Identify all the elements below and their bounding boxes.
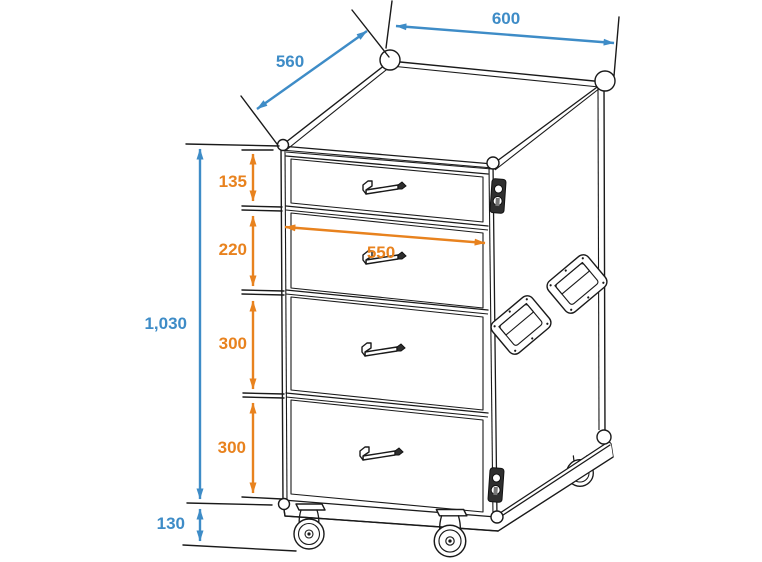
dim-label-top-width: 600: [492, 9, 520, 28]
dim-drawer-3-height: 300: [219, 300, 285, 399]
drawer-4-panel: [290, 399, 484, 513]
dim-caster-height: 130: [157, 508, 297, 552]
dim-overall-height: 1,030: [144, 143, 280, 506]
dim-label-caster-height: 130: [157, 514, 185, 533]
case-edge-profiles: [284, 85, 600, 520]
drawer-dividers: [280, 149, 494, 418]
dim-drawer-4-height: 300: [218, 402, 283, 500]
dim-drawer-2-height: 220: [219, 215, 285, 296]
dim-label-drawer-2-height: 220: [219, 240, 247, 259]
dim-label-drawer-1-height: 135: [219, 172, 247, 191]
ball-corners: [276, 49, 616, 524]
dim-label-drawer-3-height: 300: [219, 334, 247, 353]
dimension-annotations: 600 560 1,030 130 135: [144, 0, 620, 552]
drawer-3-panel: [290, 296, 484, 411]
dim-label-top-depth: 560: [276, 52, 304, 71]
butterfly-latch-bottom-icon: [487, 467, 505, 503]
dim-drawer-width: 550: [284, 224, 486, 262]
dim-label-drawer-4-height: 300: [218, 438, 246, 457]
case-drawing: [276, 49, 616, 558]
butterfly-latch-top-icon: [489, 178, 507, 214]
dim-top-depth: 560: [240, 9, 390, 145]
dim-label-overall-height: 1,030: [144, 314, 187, 333]
case-base-skid: [282, 441, 614, 532]
dim-label-drawer-width: 550: [367, 243, 395, 262]
drawer-1-panel: [290, 158, 484, 223]
dim-top-width: 600: [385, 0, 620, 77]
dim-drawer-1-height: 135: [219, 149, 283, 212]
